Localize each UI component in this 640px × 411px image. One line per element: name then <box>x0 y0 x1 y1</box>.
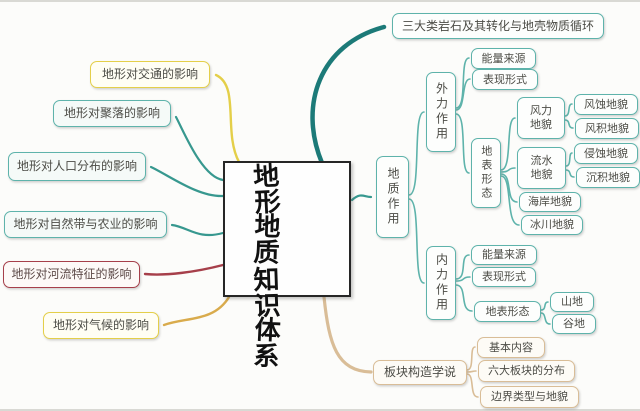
node-agriculture[interactable]: 地形对自然带与农业的影响 <box>4 211 167 238</box>
central-topic-line: 地质 <box>253 211 295 270</box>
central-topic-line: 知识 <box>253 264 295 323</box>
node-internal-force[interactable]: 内力作用 <box>426 246 456 320</box>
connector-wind-erosion <box>564 103 573 117</box>
connector-external-surface <box>455 113 470 174</box>
node-water-erosion[interactable]: 侵蚀地貌 <box>574 143 638 164</box>
node-plate-boundary[interactable]: 边界类型与地貌 <box>480 386 579 408</box>
node-water-deposit[interactable]: 沉积地貌 <box>576 167 640 188</box>
node-plate-basic[interactable]: 基本内容 <box>477 337 545 358</box>
node-climate[interactable]: 地形对气候的影响 <box>43 312 159 339</box>
node-internal-surface[interactable]: 地表形态 <box>474 301 541 322</box>
connector-wind-deposit <box>564 119 574 129</box>
connector-center-agriculture <box>170 223 225 237</box>
node-valley[interactable]: 谷地 <box>552 314 596 334</box>
central-topic-line: 地形 <box>253 160 295 219</box>
connector-isurface-mountain <box>540 301 549 311</box>
connector-internal-energy <box>455 254 470 280</box>
top-edge-line <box>0 0 640 2</box>
connector-center-traffic <box>214 73 241 164</box>
node-external-force[interactable]: 外力作用 <box>426 72 456 152</box>
node-traffic[interactable]: 地形对交通的影响 <box>90 61 210 88</box>
connector-plate-basic <box>466 346 476 371</box>
node-river[interactable]: 地形对河流特征的影响 <box>3 261 140 288</box>
node-internal-form[interactable]: 表现形式 <box>472 267 536 287</box>
connector-external-form <box>455 78 471 111</box>
connector-internal-surface <box>455 284 473 312</box>
central-topic-line: 体系 <box>253 315 295 374</box>
node-settlement[interactable]: 地形对聚落的影响 <box>53 100 171 127</box>
connector-center-settlement <box>174 115 225 182</box>
connector-plate-boundary <box>466 373 479 398</box>
bottom-edge-line <box>0 409 640 411</box>
connector-center-geology <box>350 194 373 202</box>
connector-center-climate <box>162 295 231 327</box>
connector-isurface-valley <box>540 312 551 325</box>
node-external-form[interactable]: 表现形式 <box>472 69 538 90</box>
node-plate-tectonics[interactable]: 板块构造学说 <box>373 360 467 385</box>
connector-external-energy <box>455 57 470 109</box>
node-wind-landform[interactable]: 风力地貌 <box>517 97 565 139</box>
node-rocks[interactable]: 三大类岩石及其转化与地壳物质循环 <box>392 13 604 39</box>
node-wind-deposit[interactable]: 风积地貌 <box>575 118 639 139</box>
connector-surface-coast <box>500 173 518 203</box>
connector-internal-form <box>455 276 471 282</box>
node-glacier-landform[interactable]: 冰川地貌 <box>521 215 583 235</box>
node-water-landform[interactable]: 流水地貌 <box>517 147 566 189</box>
node-internal-energy[interactable]: 能量来源 <box>471 245 537 265</box>
node-mountain[interactable]: 山地 <box>550 292 594 312</box>
node-coast-landform[interactable]: 海岸地貌 <box>519 192 581 212</box>
connector-center-plate <box>322 295 373 374</box>
central-topic[interactable]: 地形 地质 知识 体系 <box>223 160 351 373</box>
connector-surface-water <box>500 167 516 173</box>
node-external-energy[interactable]: 能量来源 <box>471 48 536 69</box>
connector-geology-internal <box>408 198 425 284</box>
node-plate-distribution[interactable]: 六大板块的分布 <box>478 360 575 382</box>
node-geology-process[interactable]: 地质作用 <box>376 156 409 238</box>
node-population[interactable]: 地形对人口分布的影响 <box>8 152 146 181</box>
node-external-surface[interactable]: 地表形态 <box>471 138 501 208</box>
connector-water-deposit <box>565 169 575 178</box>
connector-surface-glacier <box>500 175 520 226</box>
connector-surface-wind <box>500 117 516 171</box>
connector-geology-external <box>408 111 425 196</box>
connector-plate-distribution <box>466 370 477 373</box>
node-wind-erosion[interactable]: 风蚀地貌 <box>574 94 638 115</box>
connector-center-population <box>149 165 225 198</box>
connector-center-rocks <box>310 24 387 166</box>
connector-water-erosion <box>565 152 573 167</box>
connector-center-river <box>143 263 225 276</box>
